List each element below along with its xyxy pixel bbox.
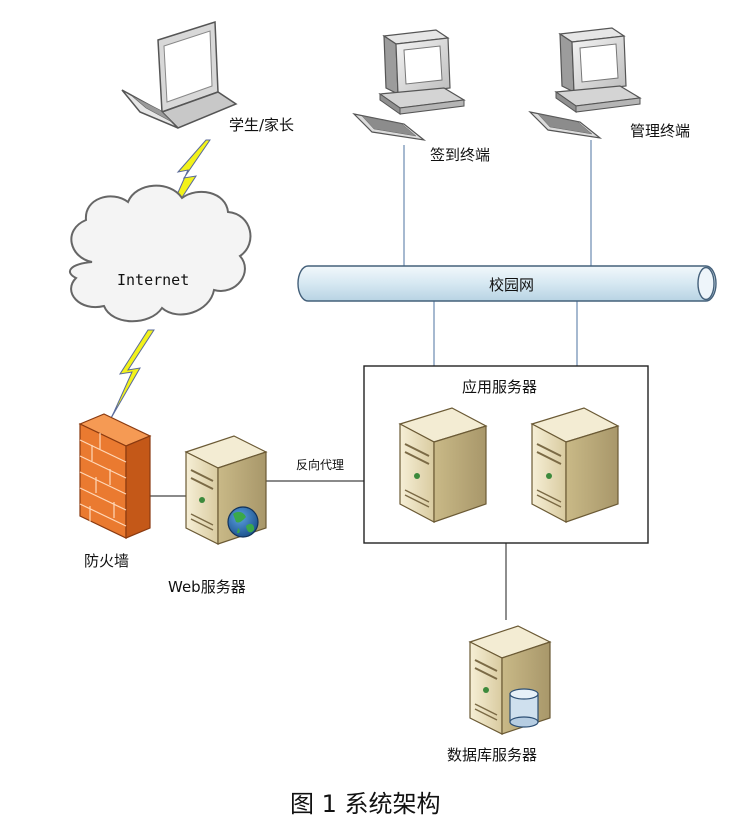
internet-cloud-icon (68, 184, 252, 323)
campus-network-label: 校园网 (489, 276, 534, 294)
figure-caption: 图 1 系统架构 (290, 790, 441, 818)
database-cylinder-icon (509, 688, 539, 728)
laptop-icon (121, 20, 238, 129)
app-servers-label: 应用服务器 (462, 378, 537, 396)
firewall-icon (78, 413, 152, 539)
lightning-icon-bottom (109, 329, 155, 421)
reverse-proxy-label: 反向代理 (296, 457, 344, 472)
internet-label: Internet (117, 271, 189, 289)
checkin-terminal-label: 签到终端 (430, 146, 490, 164)
campus-network-pipe (297, 265, 717, 302)
server-icon-app-2 (530, 407, 620, 523)
connection-lines (403, 140, 592, 366)
globe-icon (227, 506, 259, 538)
admin-terminal-label: 管理终端 (630, 122, 690, 140)
server-icon-app-1 (398, 407, 488, 523)
desktop-icon-checkin (352, 29, 466, 141)
black-connectors (148, 480, 507, 620)
app-servers-frame (363, 365, 649, 544)
web-server-label: Web服务器 (168, 578, 246, 596)
firewall-label: 防火墙 (84, 552, 129, 570)
student-parent-label: 学生/家长 (229, 116, 294, 134)
db-server-label: 数据库服务器 (447, 746, 537, 764)
desktop-icon-admin (528, 27, 642, 139)
